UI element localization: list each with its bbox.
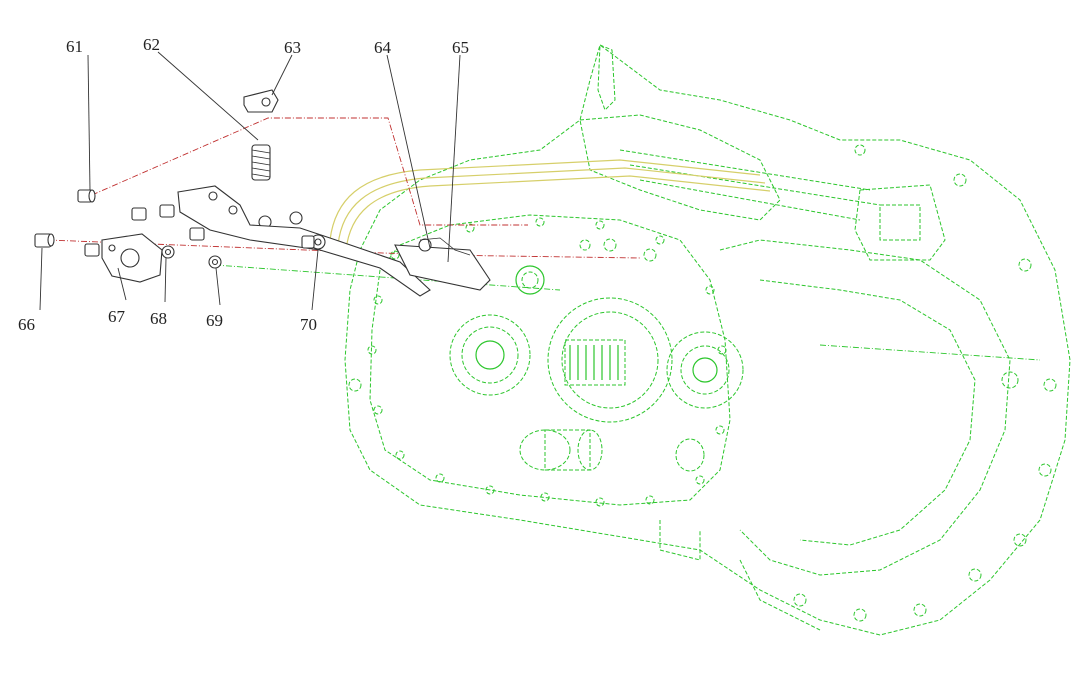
callout-61: 61: [66, 37, 83, 56]
callout-67: 67: [108, 307, 126, 326]
part-bolt-66: [34, 233, 55, 248]
part-bolt-70: [301, 234, 326, 250]
callout-70: 70: [300, 315, 317, 334]
callout-65: 65: [452, 38, 469, 57]
callout-68: 68: [150, 309, 167, 328]
callout-labels: 61 62 63 64 65 66 67 68 69 70: [18, 35, 469, 334]
callout-66: 66: [18, 315, 35, 334]
callout-69: 69: [206, 311, 223, 330]
callout-64: 64: [374, 38, 392, 57]
part-bolt-61: [77, 189, 96, 203]
oil-pipes: [329, 159, 771, 251]
callout-62: 62: [143, 35, 160, 54]
transmission-housing: [214, 44, 1071, 636]
part-cover-67: [84, 233, 163, 283]
leader-lines: [39, 51, 461, 311]
part-spring-62: [251, 144, 271, 181]
callout-63: 63: [284, 38, 301, 57]
part-shift-plate: [177, 185, 491, 297]
part-nut-69: [208, 255, 222, 269]
part-bolts-upper-row: [131, 204, 303, 241]
part-washer-68: [161, 245, 175, 259]
part-bracket-63: [243, 89, 279, 113]
